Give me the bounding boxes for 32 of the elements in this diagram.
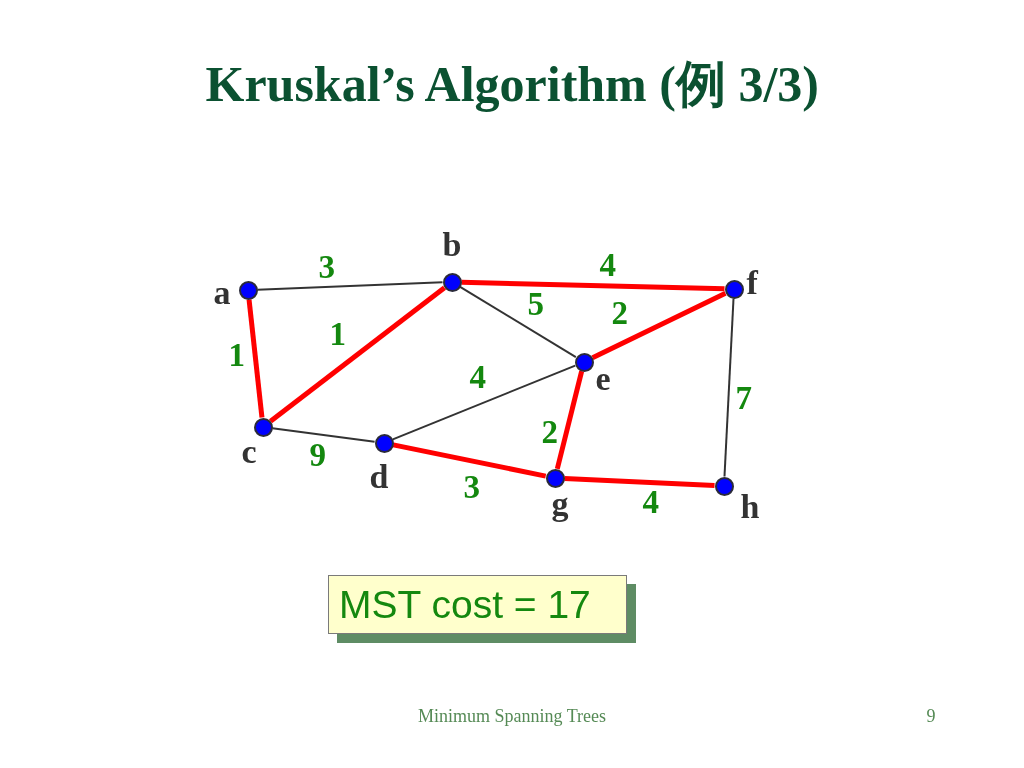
vertex-dot: [374, 433, 394, 453]
edge-line: [461, 279, 725, 292]
edge-line: [564, 475, 715, 489]
vertex-label: a: [213, 276, 231, 310]
edge-line: [459, 285, 577, 359]
vertex-dot: [442, 272, 462, 292]
vertex-label: g: [551, 487, 569, 521]
vertex-label: b: [442, 228, 462, 262]
edge-line: [723, 297, 735, 478]
vertex-label: f: [746, 266, 758, 300]
vertex-label: d: [369, 460, 389, 494]
page-number: 9: [926, 707, 936, 727]
footer-text: Minimum Spanning Trees: [418, 707, 607, 727]
edge-line: [591, 290, 727, 361]
vertex-label: c: [241, 435, 257, 469]
vertex-dot: [574, 352, 594, 372]
vertex-dot: [238, 280, 258, 300]
edge-line: [391, 364, 577, 441]
edge-line: [269, 285, 446, 424]
edge-line: [256, 281, 444, 291]
edge-line: [271, 427, 376, 443]
vertex-label: h: [740, 490, 760, 524]
vertex-dot: [724, 279, 744, 299]
edge-line: [392, 442, 547, 479]
edge-line: [246, 299, 265, 418]
vertex-dot: [714, 476, 734, 496]
vertex-dot: [545, 468, 565, 488]
slide-title: Kruskal’s Algorithm (例 3/3): [205, 56, 819, 112]
vertex-label: e: [595, 362, 611, 396]
text-box: MST cost = 17: [328, 575, 627, 634]
vertex-dot: [253, 417, 273, 437]
edge-line: [554, 370, 585, 470]
